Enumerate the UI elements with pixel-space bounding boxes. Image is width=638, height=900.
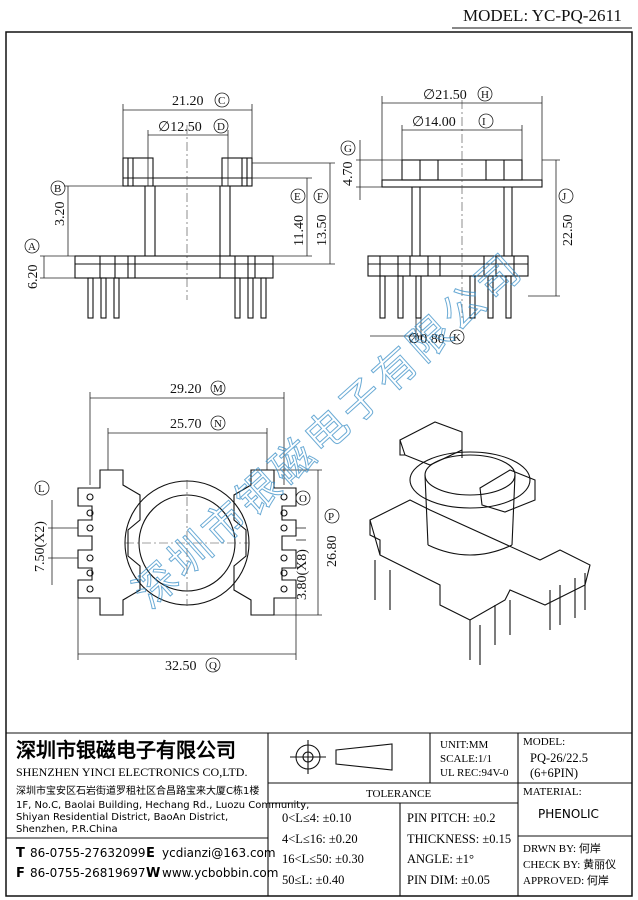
dim-c-value: 21.20	[172, 94, 204, 109]
svg-text:C: C	[218, 95, 225, 107]
svg-text:A: A	[28, 241, 36, 253]
scale-text: SCALE:1/1	[440, 753, 492, 765]
dim-p-circle: P	[324, 508, 340, 524]
company-name-cn: 深圳市银磁电子有限公司	[16, 738, 236, 762]
address-en-1: 1F, No.C, Baolai Building, Hechang Rd., …	[16, 800, 309, 811]
dim-e-circle: E	[290, 188, 306, 204]
model-box-line1: PQ-26/22.5	[530, 751, 588, 765]
tolerance-4: 50≤L: ±0.40	[282, 873, 344, 887]
dim-e-value: 11.40	[292, 215, 307, 246]
dim-j-circle: J	[558, 188, 574, 204]
fax-number: 86-0755-26819697	[30, 866, 146, 880]
address-en-3: Shenzhen, P.R.China	[16, 824, 118, 835]
svg-text:H: H	[481, 89, 489, 101]
address-en-2: Shiyan Residential District, BaoAn Distr…	[16, 812, 228, 823]
dim-h-circle: H	[477, 86, 493, 102]
pin-pitch: PIN PITCH: ±0.2	[407, 811, 495, 825]
company-name-en: SHENZHEN YINCI ELECTRONICS CO,LTD.	[16, 765, 247, 779]
svg-text:O: O	[299, 493, 307, 505]
dim-o-circle: O	[295, 490, 311, 506]
ul-rec-text: UL REC:94V-0	[440, 767, 509, 779]
svg-text:I: I	[482, 116, 486, 128]
dim-l-value: 7.50(X2)	[33, 521, 48, 572]
tolerance-1: 0<L≤4: ±0.10	[282, 811, 351, 825]
dim-a-circle: A	[24, 238, 40, 254]
dim-q-circle: Q	[205, 657, 221, 673]
dim-b-circle: B	[50, 180, 66, 196]
side-view	[356, 96, 560, 340]
dim-c-circle: C	[214, 92, 230, 108]
material-value: PHENOLIC	[538, 807, 599, 821]
thickness: THICKNESS: ±0.15	[407, 832, 511, 846]
dim-j-value: 22.50	[561, 215, 576, 247]
svg-text:M: M	[213, 383, 223, 395]
svg-text:K: K	[453, 332, 461, 344]
tolerance-title: TOLERANCE	[366, 788, 431, 800]
dim-n-value: 25.70	[170, 417, 202, 432]
tel-label: T	[16, 846, 25, 861]
dim-f-value: 13.50	[315, 215, 330, 247]
svg-text:P: P	[328, 511, 334, 523]
svg-text:J: J	[562, 191, 567, 203]
dim-i-value: ∅14.00	[412, 115, 456, 130]
bottom-view	[48, 392, 322, 660]
dim-p-value: 26.80	[325, 536, 340, 568]
svg-text:B: B	[54, 183, 61, 195]
svg-text:G: G	[344, 143, 352, 155]
fax-label: F	[16, 866, 25, 881]
dim-m-circle: M	[210, 380, 226, 396]
dim-n-circle: N	[210, 415, 226, 431]
svg-text:F: F	[317, 191, 323, 203]
dim-g-circle: G	[340, 140, 356, 156]
dim-d-circle: D	[213, 118, 229, 134]
unit-text: UNIT:MM	[440, 739, 489, 751]
tolerance-2: 4<L≤16: ±0.20	[282, 832, 358, 846]
drawing-frame	[5, 31, 633, 897]
dim-q-value: 32.50	[165, 659, 197, 674]
dim-a-value: 6.20	[26, 265, 41, 290]
dim-g-value: 4.70	[341, 162, 356, 187]
dim-i-circle: I	[478, 113, 494, 129]
dim-k-circle: K	[449, 329, 465, 345]
material-label: MATERIAL:	[523, 786, 582, 798]
dim-l-circle: L	[34, 480, 50, 496]
approved-by: APPROVED: 何岸	[523, 874, 609, 887]
check-by: CHECK BY: 黄丽仪	[523, 857, 616, 871]
dim-f-circle: F	[313, 188, 329, 204]
svg-text:D: D	[217, 121, 225, 133]
front-view	[40, 104, 335, 319]
svg-text:Q: Q	[209, 660, 217, 672]
web-address: www.ycbobbin.com	[162, 866, 278, 880]
svg-text:N: N	[214, 418, 222, 430]
dim-b-value: 3.20	[53, 202, 68, 227]
web-label: W	[146, 866, 160, 881]
dim-d-value: ∅12.50	[158, 120, 202, 135]
isometric-view	[369, 421, 591, 665]
email-address: ycdianzi@163.com	[162, 846, 276, 860]
dim-h-value: ∅21.50	[423, 88, 467, 103]
address-cn: 深圳市宝安区石岩街道罗租社区合昌路宝来大厦C栋1楼	[16, 784, 259, 797]
model-box-line2: (6+6PIN)	[530, 766, 578, 780]
title-block	[6, 732, 632, 896]
angle: ANGLE: ±1°	[407, 852, 474, 866]
dim-k-value: ∅0.80	[408, 332, 445, 347]
drawn-by: DRWN BY: 何岸	[523, 842, 601, 855]
dim-o-value: 3.80(X8)	[295, 549, 310, 600]
dim-m-value: 29.20	[170, 382, 202, 397]
svg-text:L: L	[38, 483, 45, 495]
email-label: E	[146, 846, 155, 861]
model-box-label: MODEL:	[523, 736, 565, 748]
tolerance-3: 16<L≤50: ±0.30	[282, 852, 364, 866]
tel-number: 86-0755-27632099	[30, 846, 146, 860]
model-label: MODEL: YC-PQ-2611	[463, 6, 622, 25]
pin-dim: PIN DIM: ±0.05	[407, 873, 490, 887]
svg-text:E: E	[294, 191, 301, 203]
